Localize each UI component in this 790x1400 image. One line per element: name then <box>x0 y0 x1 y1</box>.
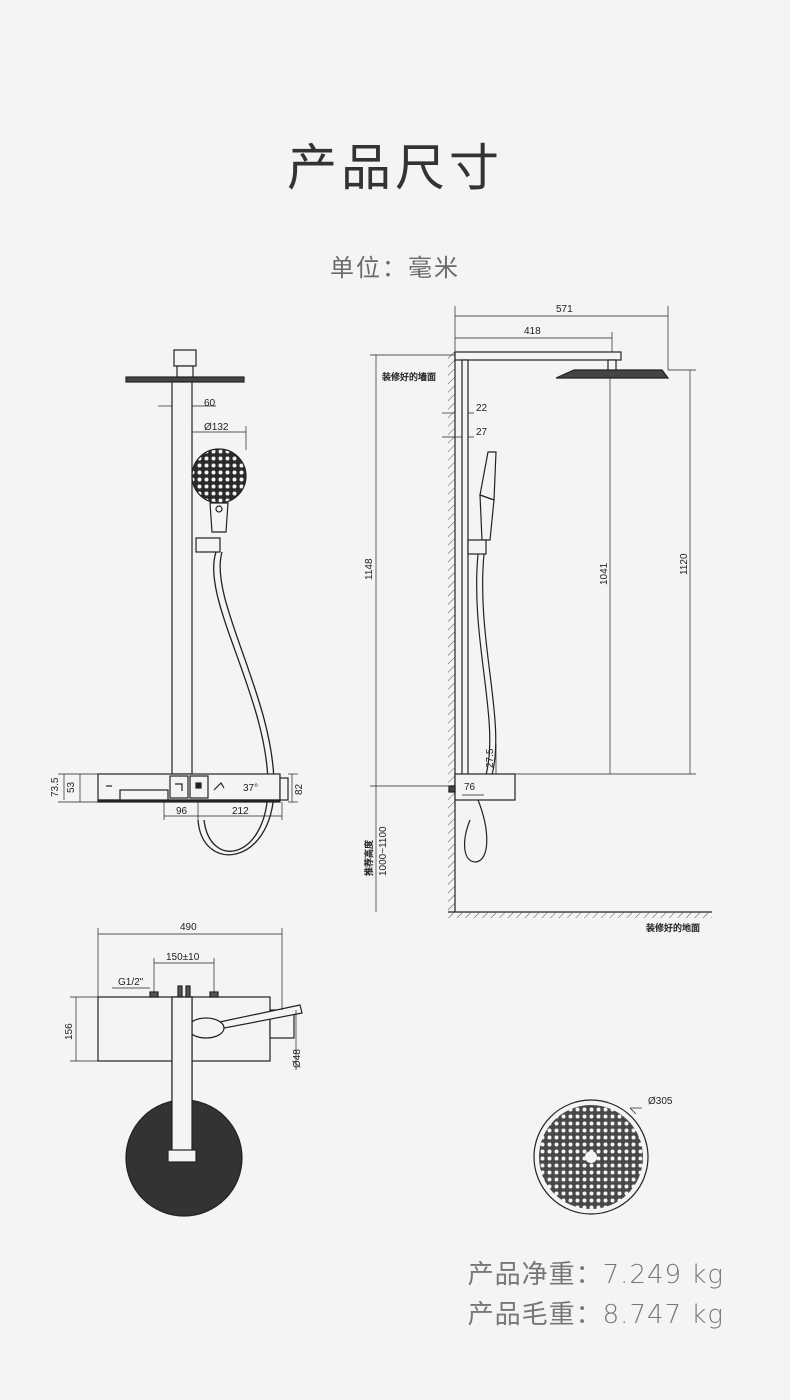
front-view-labels: 60 Ø132 37° 73.5 53 82 96 212 <box>50 398 305 817</box>
dim-shelf-depth: 76 <box>464 782 476 793</box>
front-holder <box>195 537 221 553</box>
dim-shelf-top: 27.5 <box>485 748 496 768</box>
dim-depth: 156 <box>64 1023 75 1040</box>
dim-total-height: 1148 <box>364 558 375 580</box>
dim-handshower-height: 1041 <box>599 562 610 585</box>
page-title: 产品尺寸 <box>287 139 503 197</box>
label-recommended-height: 推荐高度 <box>363 839 375 876</box>
front-knob <box>279 777 289 801</box>
dim-handshower-dia: Ø132 <box>204 422 229 433</box>
dim-head-dia: Ø305 <box>648 1096 673 1107</box>
label-wall: 装修好的墙面 <box>381 371 436 383</box>
dim-inlet-spacing: 150±10 <box>166 952 200 963</box>
dim-arm-reach: 418 <box>524 326 541 337</box>
front-handshower-handle <box>209 502 229 533</box>
dim-pipe-dia: 27 <box>476 427 488 438</box>
dim-arm-width: 60 <box>204 398 216 409</box>
dim-width: 490 <box>180 922 197 933</box>
side-handshower <box>479 451 497 501</box>
gross-weight: 产品毛重：8.747 kg <box>467 1300 724 1330</box>
dim-shelf-thickness: 53 <box>66 781 77 793</box>
front-handshower-face <box>191 448 247 504</box>
top-view <box>70 928 303 1217</box>
temp-display: 37° <box>243 783 258 794</box>
dim-shelf-side: 82 <box>294 783 305 795</box>
side-view <box>370 306 712 918</box>
dim-shelf-height: 73.5 <box>50 777 61 797</box>
front-view <box>58 349 298 856</box>
dim-handle-offset: 96 <box>176 806 188 817</box>
side-overhead-head <box>555 369 670 379</box>
dim-thread: G1/2" <box>118 977 144 988</box>
unit-label: 单位：毫米 <box>330 254 460 282</box>
front-arm-connector <box>173 349 197 367</box>
label-floor: 装修好的地面 <box>645 922 700 934</box>
side-pipe <box>461 359 469 777</box>
front-main-pipe <box>171 381 193 775</box>
side-arm <box>454 351 622 361</box>
head-view: Ø305 <box>533 1096 673 1215</box>
front-overhead-head <box>125 376 245 383</box>
net-weight: 产品净重：7.249 kg <box>467 1260 724 1290</box>
dim-head-height: 1120 <box>679 553 690 575</box>
top-view-labels: 490 150±10 G1/2" 156 Ø48 <box>64 922 303 1068</box>
side-view-labels: 571 418 22 27 装修好的墙面 装修好的地面 1148 1120 10… <box>363 304 700 934</box>
dim-total-reach: 571 <box>556 304 573 315</box>
dim-handle-dia: Ø48 <box>292 1049 303 1068</box>
dim-pipe-offset: 22 <box>476 403 488 414</box>
dim-handle-span: 212 <box>232 806 249 817</box>
dim-recommended-range: 1000~1100 <box>378 826 389 876</box>
front-button-1 <box>169 775 189 799</box>
